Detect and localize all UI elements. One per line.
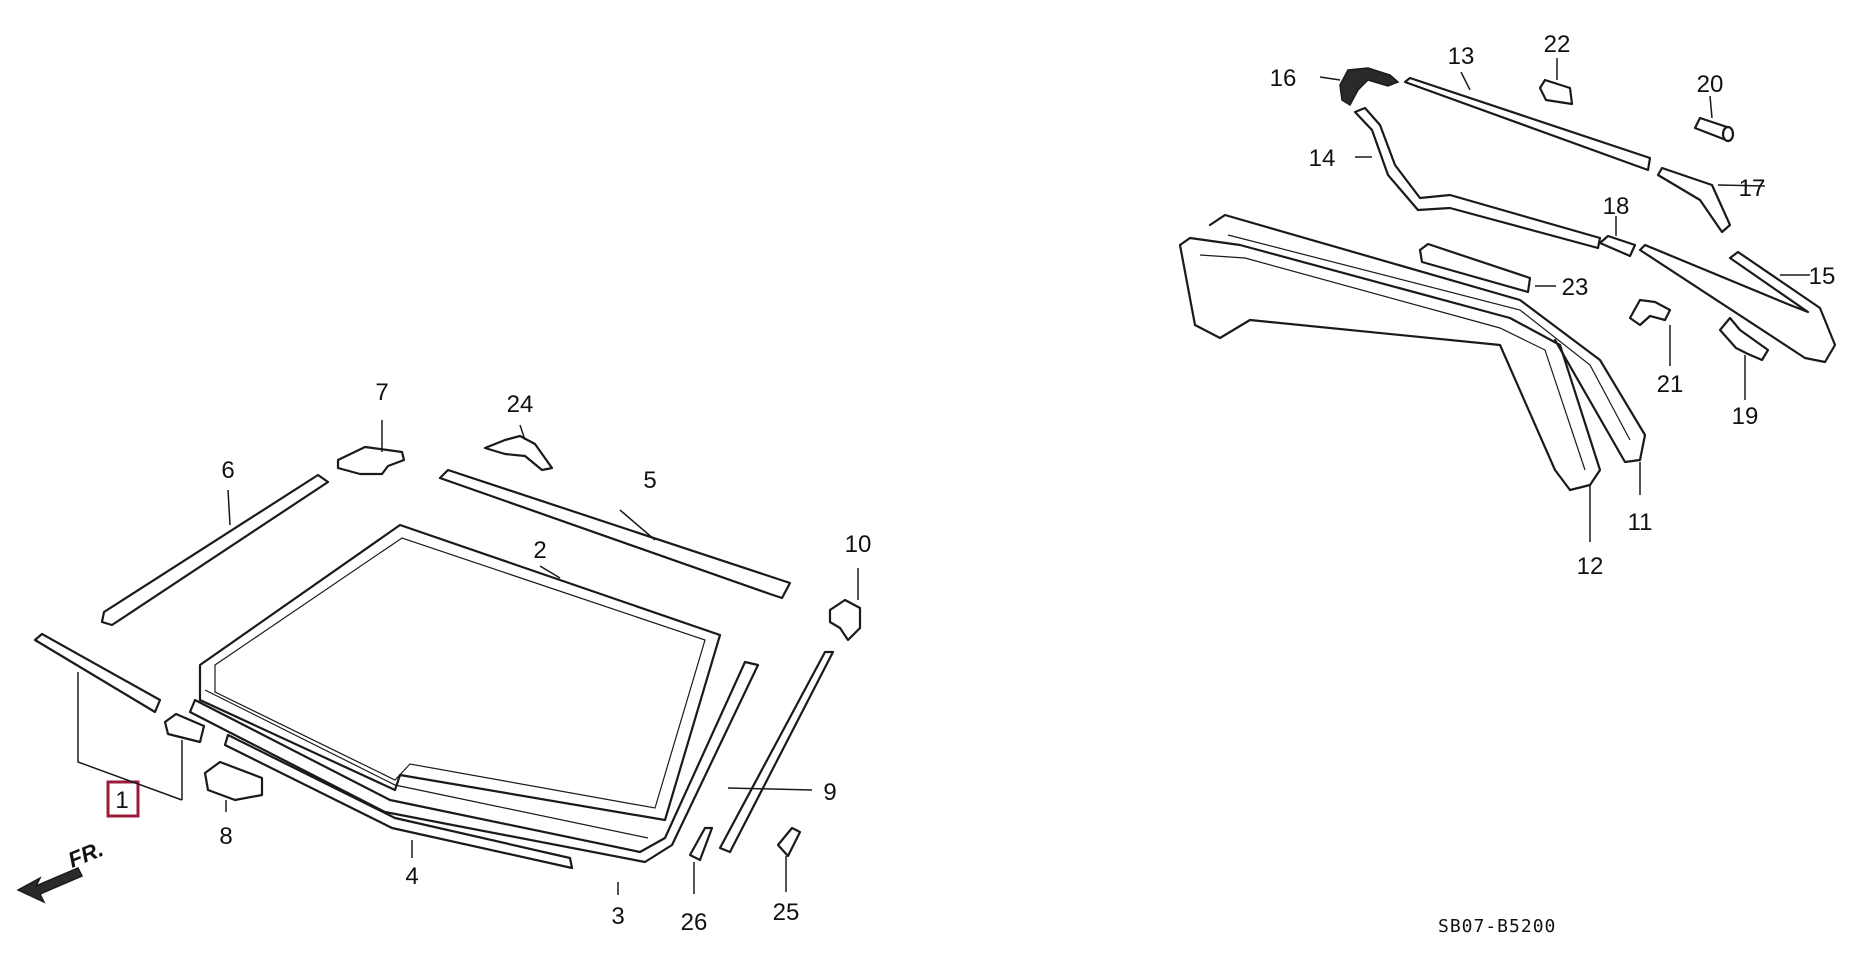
spacer-block-part	[163, 712, 206, 744]
side-molding-part-1	[33, 632, 162, 714]
side-channel-part-14	[1353, 106, 1602, 250]
upper-molding-part	[438, 468, 792, 600]
callout-11: 11	[1628, 509, 1653, 536]
callout-8: 8	[219, 823, 232, 850]
rear-leader-lines	[1319, 58, 1810, 542]
clip-part-21	[1628, 298, 1672, 327]
callout-13: 13	[1448, 43, 1475, 70]
side-molding-part-6	[100, 473, 330, 627]
callout-25: 25	[773, 899, 800, 926]
connector-part-18	[1598, 234, 1637, 258]
upper-strip-part-13	[1403, 76, 1652, 172]
callout-6: 6	[221, 457, 234, 484]
callout-14: 14	[1309, 145, 1336, 172]
callout-24: 24	[507, 391, 534, 418]
callout-12: 12	[1577, 553, 1604, 580]
corner-piece-part-16	[1339, 67, 1400, 107]
front-direction-arrow-icon	[16, 867, 84, 904]
clip-part-24	[483, 434, 554, 472]
callout-17: 17	[1739, 175, 1766, 202]
callout-1: 1	[115, 787, 128, 814]
callout-18: 18	[1603, 193, 1630, 220]
clip-part-25	[776, 826, 802, 858]
callout-7: 7	[375, 379, 388, 406]
callout-19: 19	[1732, 403, 1759, 430]
callout-3: 3	[611, 903, 624, 930]
callout-21: 21	[1657, 371, 1684, 398]
callout-5: 5	[643, 467, 656, 494]
block-part-23	[1418, 242, 1532, 294]
side-molding-part-15	[1638, 243, 1837, 364]
strip-end-part-17	[1656, 166, 1732, 234]
clip-bracket-part-7	[336, 445, 406, 476]
callout-23: 23	[1562, 274, 1589, 301]
front-leader-lines	[77, 420, 859, 895]
cylinder-clip-part-20	[1693, 116, 1735, 143]
windshield-glass-part	[198, 523, 722, 822]
callout-16: 16	[1270, 65, 1297, 92]
rear-molding-part-11	[1208, 213, 1647, 464]
corner-bracket-part-10	[828, 598, 862, 642]
windshield-molding-part	[188, 660, 760, 864]
end-cap-part-8	[203, 760, 264, 802]
pillar-molding-part-9	[718, 650, 835, 854]
callout-22: 22	[1544, 31, 1571, 58]
callout-20: 20	[1697, 71, 1724, 98]
rear-glass-part-12	[1178, 236, 1602, 492]
callout-10: 10	[845, 531, 872, 558]
callout-15: 15	[1809, 263, 1836, 290]
callout-9: 9	[823, 779, 836, 806]
callout-2: 2	[533, 537, 546, 564]
clip-part-26	[688, 826, 714, 862]
callout-26: 26	[681, 909, 708, 936]
clip-part-22	[1538, 78, 1574, 106]
clip-part-19	[1718, 316, 1770, 362]
lower-molding-part	[223, 733, 574, 870]
callout-4: 4	[405, 863, 418, 890]
diagram-code: SB07-B5200	[1438, 916, 1556, 937]
front-direction-label: FR.	[65, 836, 107, 872]
part-1-highlight-box	[106, 780, 140, 818]
